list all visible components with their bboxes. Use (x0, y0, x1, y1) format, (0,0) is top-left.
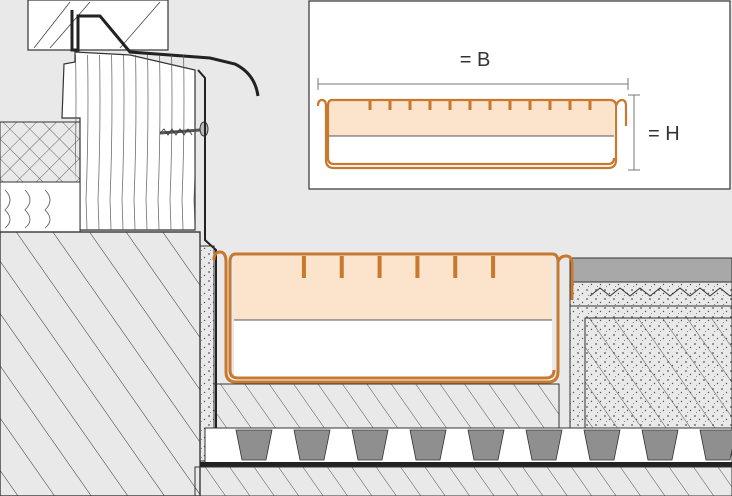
drainage-profile (212, 250, 574, 384)
drainage-mat-cell (583, 429, 621, 461)
drainage-mat (204, 427, 732, 465)
drainage-mat-cell (235, 429, 273, 461)
drainage-mat-cell (525, 429, 563, 461)
profile-slot (448, 100, 452, 110)
profile-slot (408, 100, 412, 110)
drainage-mat-cell (293, 429, 331, 461)
window-frame (0, 0, 260, 446)
profile-slot (428, 100, 432, 110)
tile (569, 257, 732, 283)
profile-slot (468, 100, 472, 110)
profile-slot (588, 100, 592, 110)
profile-slot (568, 100, 572, 110)
profile-slot (488, 100, 492, 110)
concrete-slab (194, 466, 732, 496)
drainage-mat-cell (351, 429, 389, 461)
screed-layer (213, 383, 560, 429)
height-label: = H (648, 123, 680, 145)
profile-slot (508, 100, 512, 110)
profile-slot (377, 256, 382, 278)
drainage-mat-cell (409, 429, 447, 461)
profile-slot (491, 256, 496, 278)
waterproof-membrane (200, 462, 732, 467)
profile-slot (339, 256, 344, 278)
profile-slot (528, 100, 532, 110)
masonry-wall (0, 231, 201, 496)
profile-slot (415, 256, 420, 278)
drainage-mat-cell (467, 429, 505, 461)
profile-slot (368, 100, 372, 110)
profile-slot (301, 256, 306, 278)
drainage-mat-cell (699, 429, 732, 461)
profile-slot (548, 100, 552, 110)
inset-detail: = B = H (308, 0, 731, 190)
profile-slot (388, 100, 392, 110)
width-label: = B (460, 49, 491, 71)
drainage-mat-cell (641, 429, 679, 461)
profile-slot (453, 256, 458, 278)
